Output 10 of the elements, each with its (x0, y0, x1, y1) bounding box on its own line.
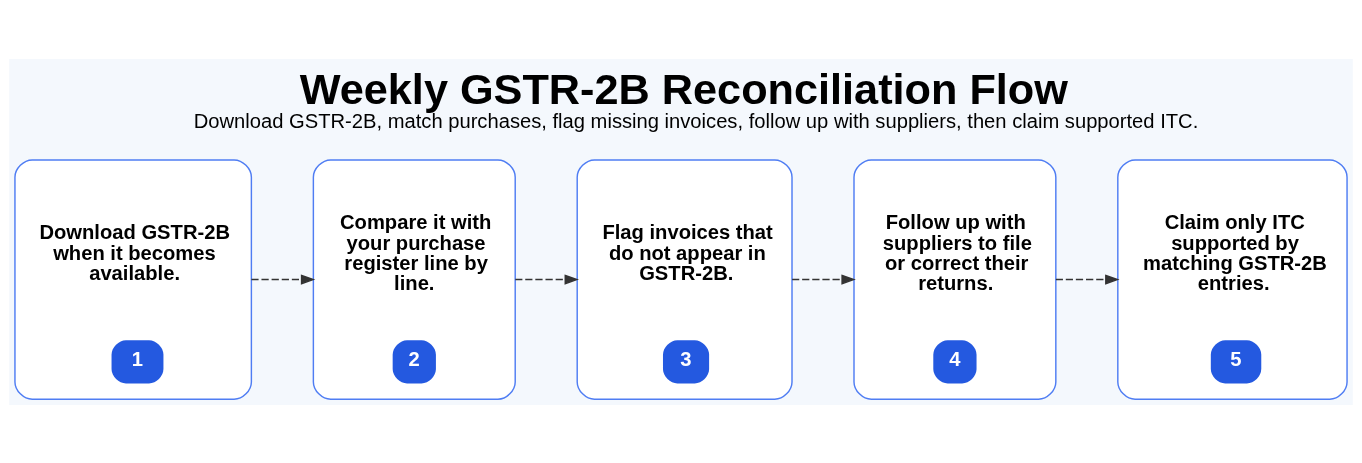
arrow (250, 274, 316, 285)
arrow (1055, 274, 1120, 285)
node-box: Download GSTR-2B when it becomes available. 1 (14, 158, 253, 400)
arrow (791, 274, 856, 285)
node-box: Compare it with your purchase register line by line. 2 (312, 158, 516, 400)
node-box: Follow up with suppliers to file or correct their returns. 4 (853, 158, 1057, 400)
node-box: Flag invoices that do not appear in GSTR-2B. 3 (576, 158, 793, 400)
node-box: Claim only ITC supported by matching GSTR-2B entries. 5 (1117, 158, 1348, 400)
arrow (514, 274, 579, 285)
diagram-title: Weekly GSTR-2B Reconciliation Flow (299, 64, 1068, 113)
